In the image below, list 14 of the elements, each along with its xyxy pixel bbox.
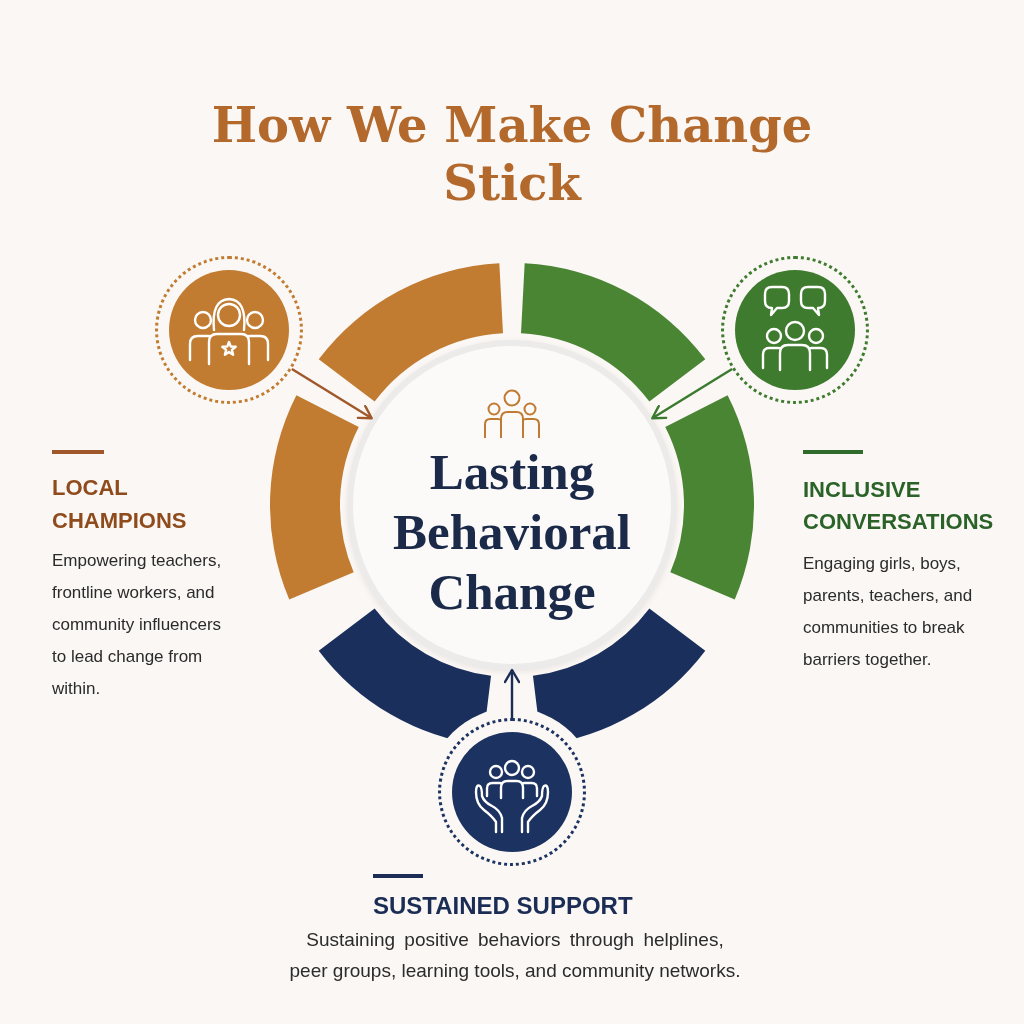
- center-label: Lasting Behavioral Change: [392, 443, 632, 622]
- section-description: Engaging girls, boys, parents, teachers, and communities to break barriers together.: [803, 553, 974, 671]
- page-title: How We Make Change Stick: [210, 96, 814, 212]
- section-heading: LOCAL CHAMPIONS: [52, 474, 187, 535]
- arrow: [503, 668, 521, 718]
- section-description: Sustaining positive behaviors through helplines, peer groups, learning tools, and community networks.: [288, 928, 742, 983]
- section-heading: INCLUSIVE CONVERSATIONS: [803, 476, 994, 536]
- section-heading: SUSTAINED SUPPORT: [373, 891, 633, 921]
- section-description: Empowering teachers, frontline workers, and community influencers to lead change from within.: [52, 550, 223, 700]
- icon-circle: [155, 256, 303, 404]
- icon-circle: [438, 718, 586, 866]
- arrow: [651, 367, 733, 420]
- arrow: [291, 367, 373, 420]
- icon-circle: [721, 256, 869, 404]
